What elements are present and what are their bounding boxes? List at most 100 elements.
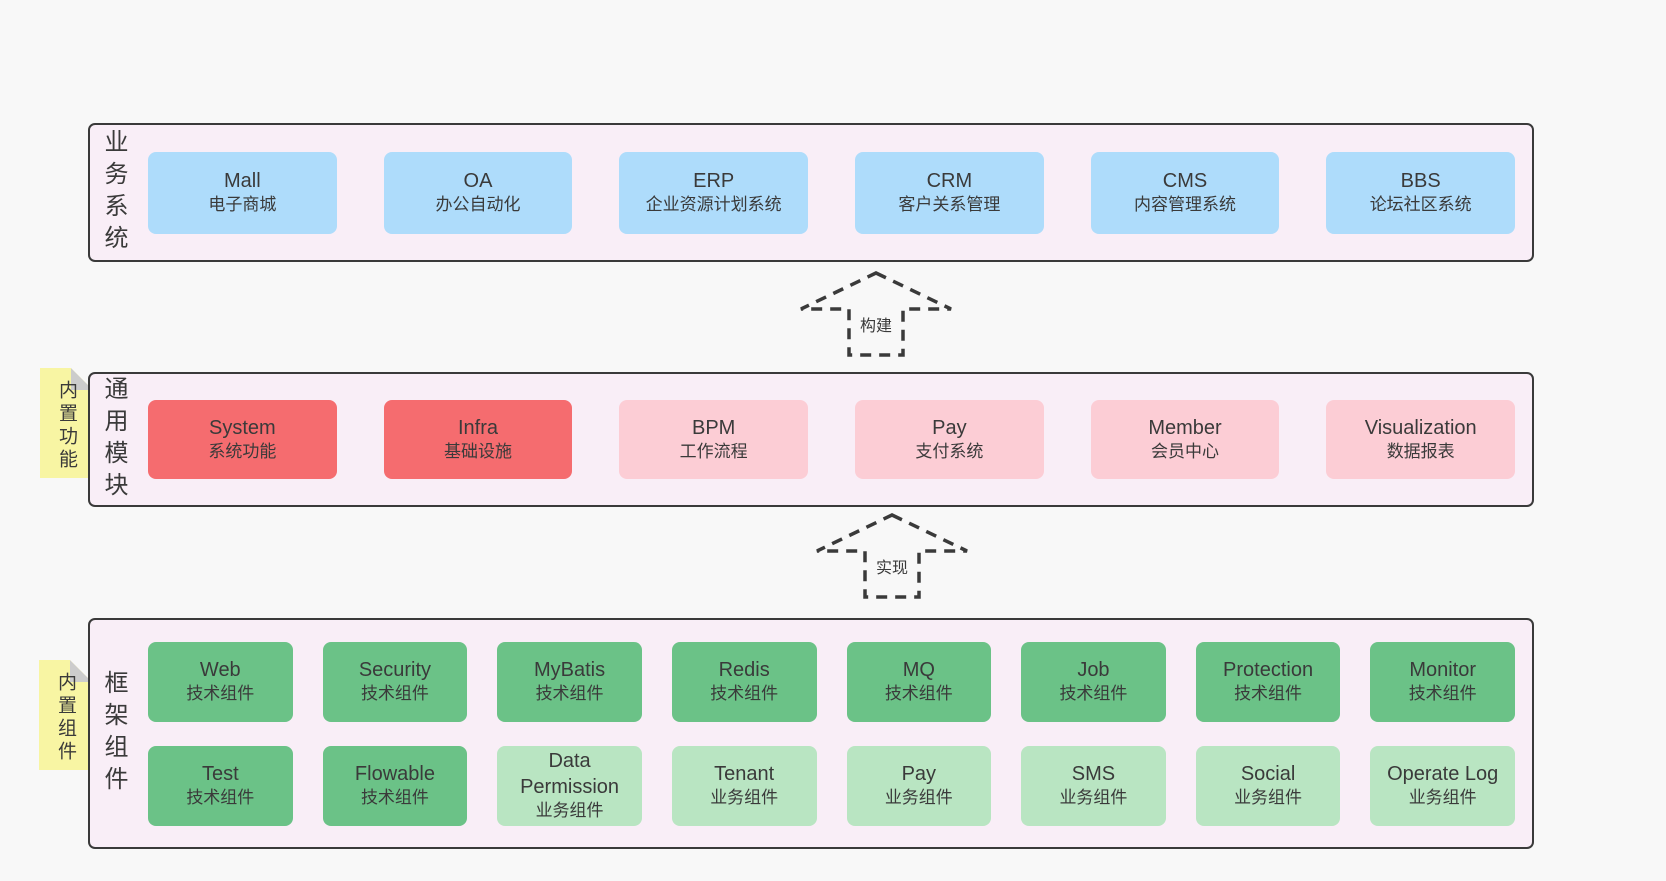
section-side-label: 业务系统 bbox=[100, 128, 127, 257]
module-name: System bbox=[208, 417, 276, 440]
module-desc: 会员中心 bbox=[1151, 442, 1220, 462]
module-desc: 电子商城 bbox=[208, 195, 277, 215]
module-name: Member bbox=[1148, 417, 1222, 440]
section-side-label: 框架组件 bbox=[100, 669, 127, 798]
module-name: Social bbox=[1240, 763, 1296, 786]
module-desc: 工作流程 bbox=[679, 442, 748, 462]
module-name: Job bbox=[1077, 659, 1110, 682]
sticky-note-built-in-components: 内置组件 bbox=[39, 660, 92, 770]
module-desc: 技术组件 bbox=[535, 684, 604, 704]
module-desc: 技术组件 bbox=[186, 788, 255, 808]
module-desc: 基础设施 bbox=[444, 442, 512, 462]
module-name: Flowable bbox=[354, 763, 435, 786]
module-desc: 业务组件 bbox=[535, 801, 604, 821]
arrow-label: 构建 bbox=[857, 312, 895, 336]
module-name: Protection bbox=[1223, 659, 1314, 682]
module-name: Visualization bbox=[1364, 417, 1477, 440]
module-name: Infra bbox=[457, 417, 499, 440]
module-name: Test bbox=[201, 763, 239, 786]
module-desc: 业务组件 bbox=[1408, 788, 1477, 808]
module-name: MyBatis bbox=[534, 659, 606, 682]
module-desc: 技术组件 bbox=[1234, 684, 1303, 704]
module-name: CMS bbox=[1162, 170, 1208, 193]
module-desc: 业务组件 bbox=[884, 788, 953, 808]
module-desc: 技术组件 bbox=[360, 788, 429, 808]
build-arrow: 构建 bbox=[796, 270, 956, 358]
module-desc: 论坛社区系统 bbox=[1369, 195, 1472, 215]
module-name: Security bbox=[358, 659, 432, 682]
module-name: Pay bbox=[901, 763, 937, 786]
module-desc: 技术组件 bbox=[1059, 684, 1128, 704]
module-desc: 技术组件 bbox=[1408, 684, 1477, 704]
module-desc: 技术组件 bbox=[360, 684, 429, 704]
module-name: ERP bbox=[693, 170, 735, 193]
module-name: CRM bbox=[926, 170, 973, 193]
note-label: 内置组件 bbox=[55, 672, 76, 764]
module-desc: 支付系统 bbox=[915, 442, 984, 462]
implement-arrow: 实现 bbox=[812, 512, 972, 600]
module-name: Web bbox=[199, 659, 241, 682]
module-desc: 技术组件 bbox=[710, 684, 779, 704]
module-desc: 技术组件 bbox=[884, 684, 953, 704]
module-desc: 系统功能 bbox=[208, 442, 277, 462]
module-name: Mall bbox=[224, 170, 261, 193]
module-desc: 业务组件 bbox=[1234, 788, 1303, 808]
module-desc: 办公自动化 bbox=[435, 195, 521, 215]
arrow-label: 实现 bbox=[873, 554, 911, 578]
module-name: OA bbox=[463, 170, 493, 193]
module-desc: 客户关系管理 bbox=[898, 195, 1001, 215]
module-name: Operate Log bbox=[1387, 763, 1499, 786]
module-desc: 企业资源计划系统 bbox=[645, 195, 782, 215]
module-desc: 技术组件 bbox=[186, 684, 255, 704]
module-name: BBS bbox=[1400, 170, 1441, 193]
section-side-label: 通用模块 bbox=[100, 375, 127, 504]
module-desc: 业务组件 bbox=[710, 788, 779, 808]
module-name: BPM bbox=[692, 417, 736, 440]
sticky-note-built-in-features: 内置功能 bbox=[40, 368, 93, 478]
module-desc: 内容管理系统 bbox=[1134, 195, 1237, 215]
module-desc: 业务组件 bbox=[1059, 788, 1128, 808]
module-name: Monitor bbox=[1409, 659, 1477, 682]
module-name: Redis bbox=[718, 659, 770, 682]
module-name: Data Permission bbox=[520, 750, 620, 799]
module-name: Pay bbox=[932, 417, 967, 440]
